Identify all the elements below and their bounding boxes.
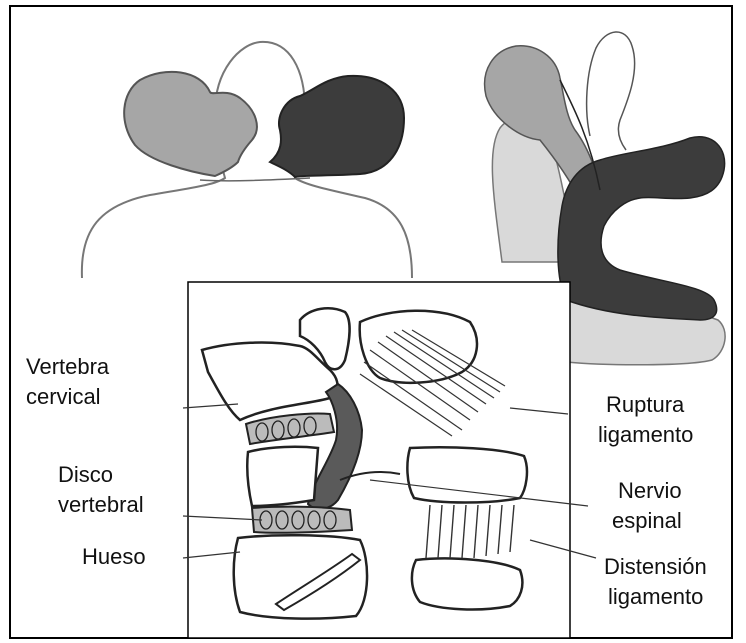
label-strain-line1: Distensión (604, 552, 707, 582)
label-vertebra-line1: Vertebra (26, 352, 109, 382)
label-rupture-line2: ligamento (598, 420, 693, 450)
label-bone-line1: Hueso (82, 542, 146, 572)
label-vertebra-cervical: Vertebra cervical (26, 352, 109, 412)
label-disc-line1: Disco (58, 460, 144, 490)
lower-posterior-element (412, 558, 522, 609)
middle-vertebra (247, 447, 318, 506)
label-hueso: Hueso (82, 542, 146, 572)
label-disc-line2: vertebral (58, 490, 144, 520)
label-nerve-line2: espinal (612, 506, 682, 536)
posterior-elements (360, 311, 477, 383)
spine-detail-panel (188, 282, 570, 638)
label-disco-vertebral: Disco vertebral (58, 460, 144, 520)
label-distension-ligamento: Distensión ligamento (604, 552, 707, 612)
lower-vertebra (234, 535, 367, 618)
label-nerve-line1: Nervio (612, 476, 682, 506)
label-nervio-espinal: Nervio espinal (612, 476, 682, 536)
label-ruptura-ligamento: Ruptura ligamento (598, 390, 693, 450)
label-strain-line2: ligamento (604, 582, 707, 612)
middle-posterior-element (407, 447, 527, 502)
label-rupture-line1: Ruptura (598, 390, 693, 420)
label-vertebra-line2: cervical (26, 382, 109, 412)
